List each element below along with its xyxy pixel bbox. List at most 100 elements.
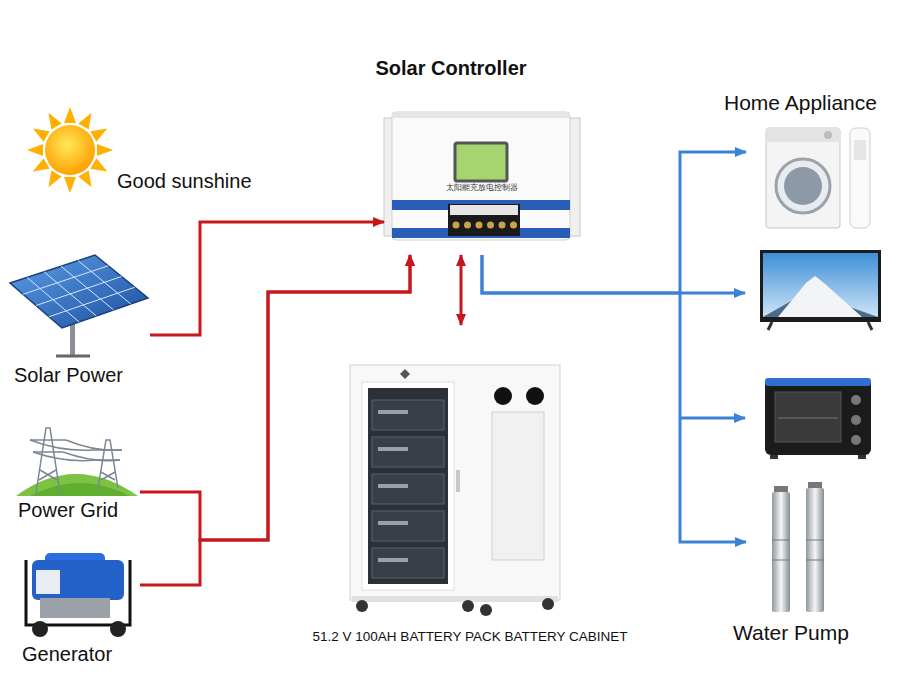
battery-cabinet-device — [378, 447, 408, 451]
power-grid-icon — [63, 452, 120, 461]
sun-icon — [90, 158, 110, 176]
air-conditioner-icon — [854, 140, 866, 160]
battery-cabinet-device — [372, 400, 444, 430]
node-label: Generator — [22, 643, 112, 666]
washing-machine-icon — [766, 128, 840, 142]
power-line — [482, 152, 746, 293]
branch-arrow — [680, 417, 745, 420]
sun-icon — [78, 170, 96, 190]
battery-box: 51.2 V 100AH BATTERY PACK BATTERY CABINE… — [345, 325, 562, 610]
solar-controller-device — [450, 205, 518, 215]
source-box: Solar Power — [8, 252, 150, 392]
battery-cabinet-device — [492, 412, 544, 560]
solar-panel-icon — [27, 277, 79, 322]
sun-icon — [27, 144, 43, 156]
power-line — [460, 255, 463, 325]
solar-panel-icon — [10, 255, 148, 328]
controller-box: Solar Controller太阳能充放电控制器 — [384, 112, 580, 255]
solar-controller-device — [392, 112, 570, 118]
branch-arrow — [680, 293, 745, 418]
television-icon — [868, 322, 872, 330]
load-box: Home Appliance — [746, 90, 880, 232]
solar-panel-icon — [61, 266, 114, 310]
solar-panel-icon — [10, 255, 148, 356]
power-grid-icon — [30, 439, 66, 441]
battery-cabinet-device — [356, 600, 368, 612]
water-pump-icon — [806, 540, 824, 541]
sun-icon — [30, 158, 50, 176]
power-grid-icon — [101, 472, 115, 480]
node-label: Home Appliance — [724, 91, 877, 115]
power-grid-icon — [30, 428, 122, 493]
solar-panel-icon — [44, 272, 96, 316]
television-icon — [760, 250, 881, 322]
load-box: Water Pump — [746, 482, 876, 650]
sun-icon — [64, 107, 76, 123]
solar-controller-device — [453, 222, 460, 229]
caption-label: Good sunshine — [117, 170, 252, 193]
battery-cabinet-device — [352, 596, 558, 602]
water-pump-icon — [806, 488, 824, 612]
power-grid-icon — [39, 470, 56, 480]
battery-cabinet-device — [372, 474, 444, 504]
power-grid-icon — [101, 472, 115, 480]
solar-panel-icon — [56, 355, 90, 358]
battery-cabinet-device — [362, 382, 454, 590]
generator-icon — [40, 598, 110, 618]
generator-icon — [32, 560, 124, 600]
generator-icon — [36, 570, 60, 594]
solar-controller-device — [487, 222, 494, 229]
oven-icon — [851, 395, 861, 405]
power-grid-icon — [30, 483, 130, 496]
battery-cabinet-device — [542, 598, 554, 610]
device-text: 太阳能充放电控制器 — [384, 183, 580, 192]
power-grid-icon — [30, 440, 94, 450]
water-pump-icon — [772, 560, 790, 561]
battery-cabinet-device — [372, 437, 444, 467]
power-grid-icon — [66, 440, 122, 450]
battery-cabinet-device — [378, 484, 408, 488]
washing-machine-icon — [766, 128, 840, 228]
oven-icon — [858, 455, 866, 459]
solar-controller-device — [499, 222, 506, 229]
sun-icon — [27, 107, 113, 193]
generator-icon — [26, 560, 130, 625]
sun-icon — [30, 123, 50, 141]
battery-cabinet-device — [378, 410, 408, 414]
solar-controller-device — [476, 222, 483, 229]
solar-panel-icon — [23, 261, 135, 322]
power-line — [140, 255, 410, 540]
sun-icon — [97, 144, 113, 156]
power-grid-icon — [16, 474, 138, 496]
washing-machine-icon — [784, 167, 822, 205]
oven-icon — [770, 455, 778, 459]
sun-icon — [43, 170, 61, 190]
television-icon — [760, 250, 881, 330]
air-conditioner-icon — [850, 128, 870, 228]
node-label: Solar Power — [14, 364, 123, 387]
oven-icon — [851, 415, 861, 425]
sun-icon — [45, 125, 95, 175]
power-grid-icon — [40, 470, 57, 480]
branch-arrow — [680, 292, 745, 295]
battery-cabinet-device — [350, 365, 560, 600]
node-label: 51.2 V 100AH BATTERY PACK BATTERY CABINE… — [250, 629, 690, 645]
sun-icon — [64, 177, 76, 193]
power-line — [482, 255, 746, 542]
node-label: Power Grid — [18, 499, 118, 522]
oven-icon — [765, 378, 871, 459]
power-grid-icon — [98, 440, 118, 488]
battery-cabinet-device — [462, 600, 474, 612]
power-grid-icon — [33, 451, 63, 453]
solar-controller-device — [392, 112, 570, 240]
air-conditioner-icon — [850, 128, 870, 228]
power-grid-icon — [16, 428, 138, 496]
battery-cabinet-device — [372, 548, 444, 578]
television-icon — [778, 276, 862, 317]
source-box: Power Grid — [14, 420, 140, 528]
television-icon — [768, 322, 772, 330]
washing-machine-icon — [766, 128, 840, 228]
solar-controller-device — [455, 143, 507, 181]
node-label: Water Pump — [733, 621, 849, 645]
